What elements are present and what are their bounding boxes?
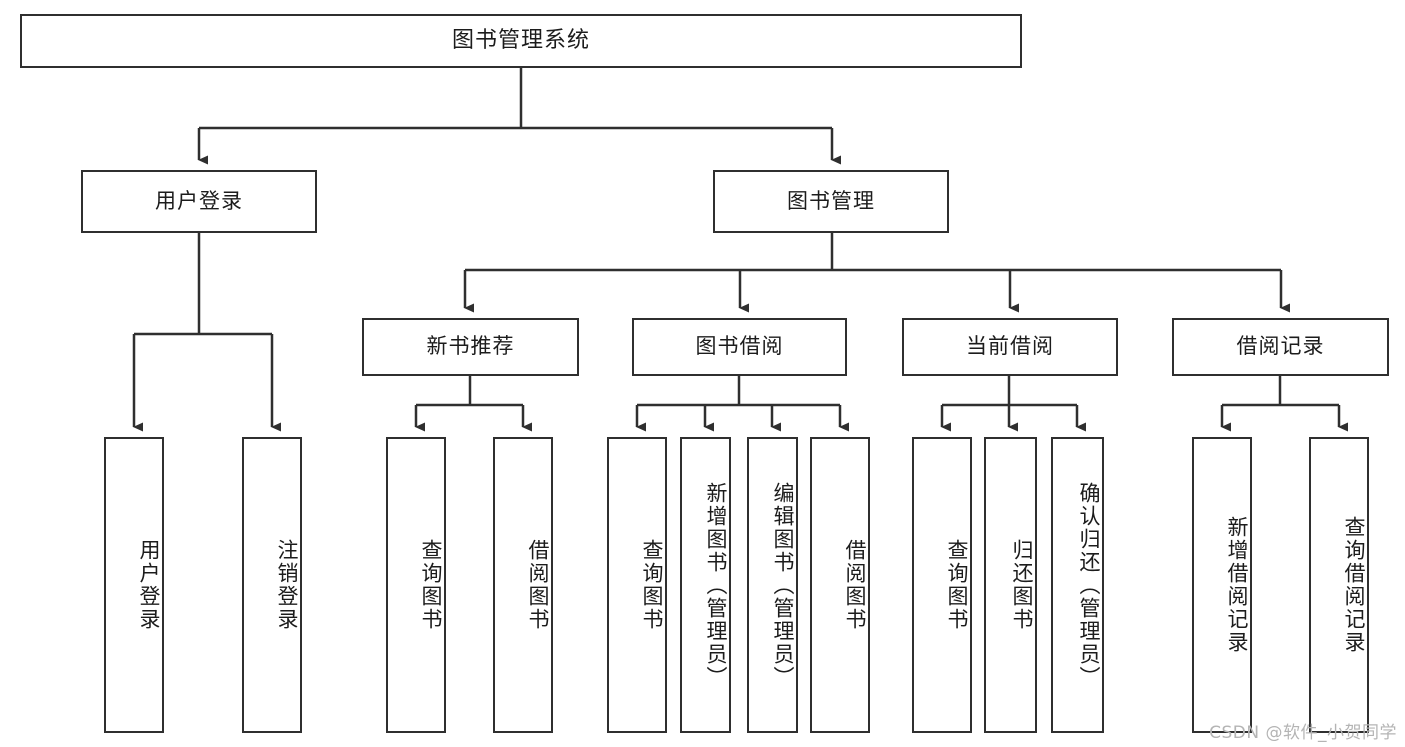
node-current-borrow[interactable]: 当前借阅 (902, 318, 1118, 376)
node-label: 确认归还（管理员） (1077, 481, 1101, 689)
node-borrow-records[interactable]: 借阅记录 (1172, 318, 1389, 376)
node-new-book-recommend[interactable]: 新书推荐 (362, 318, 579, 376)
leaf-query-book-current[interactable]: 查询图书 (912, 437, 972, 733)
node-label: 新增借阅记录 (1225, 516, 1249, 654)
node-label: 图书借阅 (695, 334, 784, 359)
node-book-borrow[interactable]: 图书借阅 (632, 318, 847, 376)
node-label: 查询借阅记录 (1342, 516, 1366, 654)
node-label: 新书推荐 (426, 334, 515, 359)
leaf-borrow-book[interactable]: 借阅图书 (810, 437, 870, 733)
node-label: 借阅图书 (526, 539, 550, 631)
leaf-logout[interactable]: 注销登录 (242, 437, 302, 733)
node-book-management[interactable]: 图书管理 (713, 170, 949, 233)
node-label: 用户登录 (137, 539, 161, 631)
node-label: 图书管理 (787, 188, 875, 213)
node-root-system[interactable]: 图书管理系统 (20, 14, 1022, 68)
node-label: 编辑图书（管理员） (771, 481, 795, 689)
leaf-edit-book-admin[interactable]: 编辑图书（管理员） (747, 437, 798, 733)
leaf-add-borrow-record[interactable]: 新增借阅记录 (1192, 437, 1252, 733)
leaf-query-book-borrow[interactable]: 查询图书 (607, 437, 667, 733)
node-label: 查询图书 (419, 539, 443, 631)
node-label: 当前借阅 (966, 334, 1054, 359)
node-label: 归还图书 (1010, 539, 1034, 631)
leaf-user-login[interactable]: 用户登录 (104, 437, 164, 733)
leaf-confirm-return-admin[interactable]: 确认归还（管理员） (1051, 437, 1104, 733)
node-label: 新增图书（管理员） (704, 481, 728, 689)
node-user-login[interactable]: 用户登录 (81, 170, 317, 233)
node-label: 查询图书 (945, 539, 969, 631)
node-label: 图书管理系统 (451, 27, 590, 53)
node-label: 借阅记录 (1236, 334, 1325, 359)
watermark-text: CSDN @软件_小贺同学 (1209, 723, 1397, 743)
node-label: 查询图书 (640, 539, 664, 631)
node-label: 借阅图书 (843, 539, 867, 631)
leaf-add-book-admin[interactable]: 新增图书（管理员） (680, 437, 731, 733)
leaf-return-book[interactable]: 归还图书 (984, 437, 1037, 733)
node-label: 注销登录 (275, 539, 299, 631)
leaf-query-borrow-record[interactable]: 查询借阅记录 (1309, 437, 1369, 733)
node-label: 用户登录 (155, 188, 243, 213)
leaf-query-book-recommend[interactable]: 查询图书 (386, 437, 446, 733)
leaf-borrow-book-recommend[interactable]: 借阅图书 (493, 437, 553, 733)
